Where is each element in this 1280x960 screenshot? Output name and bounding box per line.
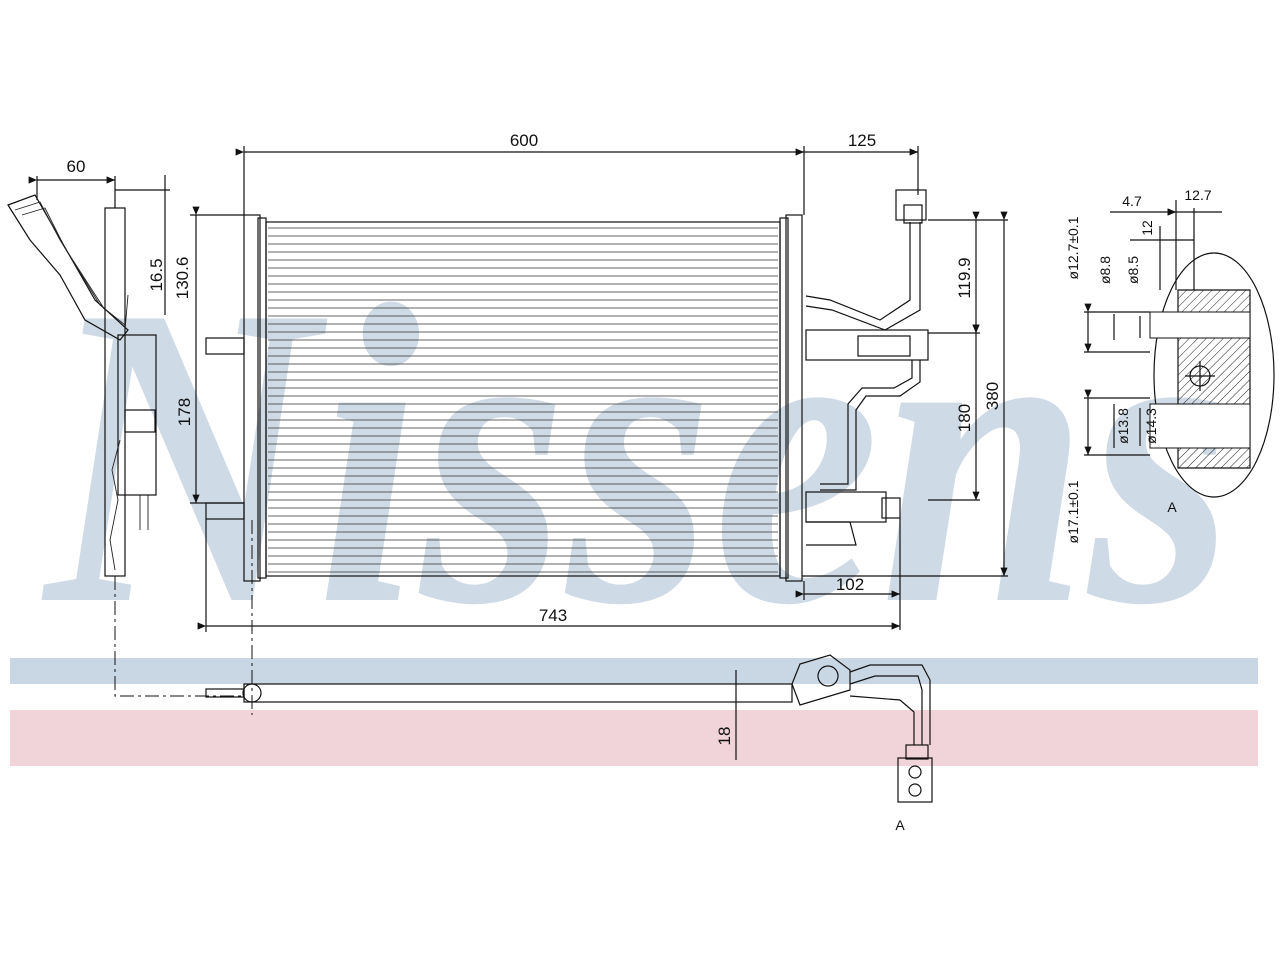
watermark: Nissens (10, 218, 1258, 766)
detail-dim-d1: 4.7 (1122, 193, 1142, 209)
watermark-logo-text: Nissens (39, 218, 1235, 694)
dim-port-spacing: 180 (955, 404, 974, 432)
dim-side-depth: 60 (67, 157, 86, 176)
detail-a: 4.7 12.7 12 ø12.7±0.1 ø8.8 ø8.5 ø13.8 ø1… (1065, 187, 1275, 543)
dim-bottom-port-offset: 102 (836, 575, 864, 594)
core-fins (268, 227, 778, 573)
dim-core-width: 600 (510, 131, 538, 150)
dim-bracket-spacing: 178 (175, 398, 194, 426)
watermark-band-blue (10, 658, 1258, 684)
detail-dim-d3: 12 (1139, 220, 1155, 236)
dim-upper-port-height: 119.9 (955, 257, 974, 298)
marker-bottom: A (895, 817, 905, 833)
dim-pipe-height: 18 (715, 727, 734, 746)
front-view: 600 125 178 (175, 131, 1008, 632)
dim-total-width: 743 (539, 606, 567, 625)
detail-dim-d2: 12.7 (1184, 187, 1211, 203)
dim-side-offset: 125 (848, 131, 876, 150)
dim-total-height: 380 (983, 382, 1002, 410)
watermark-band-pink (10, 710, 1258, 766)
detail-dia-upper-outer: ø12.7±0.1 (1065, 216, 1081, 279)
detail-dia-upper-inner-a: ø8.8 (1097, 256, 1113, 284)
detail-dia-lower-inner-a: ø13.8 (1115, 408, 1131, 444)
detail-dia-lower-outer: ø17.1±0.1 (1065, 480, 1081, 543)
detail-dia-upper-inner-b: ø8.5 (1125, 256, 1141, 284)
bottom-view: 18 A (114, 520, 933, 833)
dim-top-offset-b: 130.6 (173, 257, 192, 300)
dim-top-offset-a: 16.5 (147, 258, 166, 291)
marker-detail: A (1167, 499, 1177, 515)
detail-dia-lower-inner-b: ø14.3 (1143, 408, 1159, 444)
